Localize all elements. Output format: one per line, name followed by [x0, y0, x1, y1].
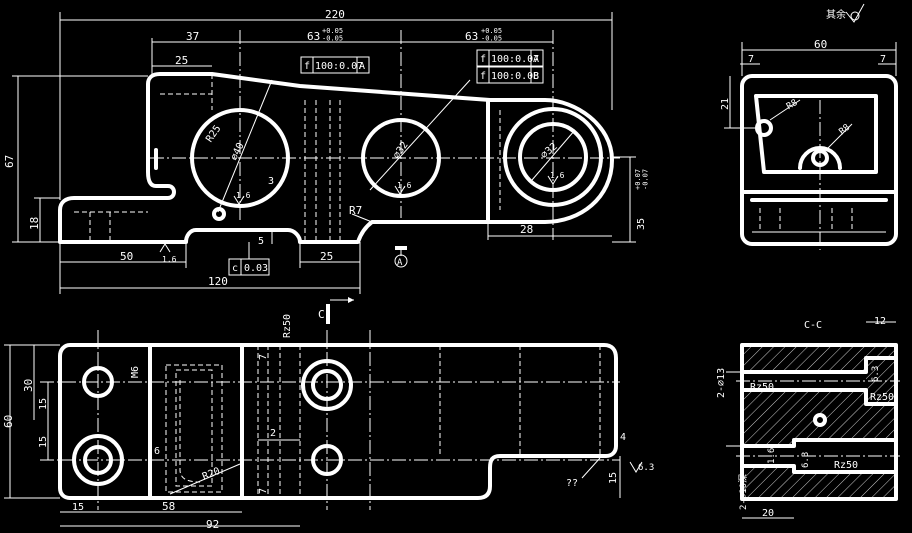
datum-a: A: [394, 246, 408, 268]
front-thread-m6: M6: [130, 366, 141, 378]
rough-1.6-d: 1.6: [162, 255, 177, 264]
svg-text:100:0.08: 100:0.08: [491, 71, 539, 82]
side-dim-21: 21: [720, 98, 731, 110]
dim-35: 35: [636, 218, 647, 230]
section-rough-16: 1.6: [767, 448, 777, 464]
front-dim-6: 6: [154, 446, 160, 457]
front-rough-rz50: Rz50: [282, 314, 293, 338]
radius-r7: R7: [349, 204, 362, 217]
remaining-note: 其余: [826, 8, 846, 21]
svg-text:f: f: [480, 54, 486, 65]
dia-hole2: ⌀32: [391, 140, 410, 161]
front-dim-15a: 15: [38, 398, 49, 410]
top-view: 220 37 63 63 +0.05-0.05 +0.05-0.05 25 67…: [3, 8, 650, 294]
section-title: C-C: [804, 320, 822, 331]
front-question: ??: [566, 478, 578, 489]
side-view-outline: [740, 74, 898, 246]
svg-text:100:0.07: 100:0.07: [315, 61, 363, 72]
rough-1.6-b: 1.6: [397, 181, 412, 190]
dim-25-top: 25: [175, 54, 188, 67]
front-dim-4: 4: [620, 432, 626, 443]
top-view-outline: [58, 72, 614, 244]
section-small-hole: [813, 413, 827, 427]
dim-67: 67: [3, 155, 16, 168]
front-view-outline: [58, 343, 618, 500]
dim-5: 5: [258, 236, 264, 247]
rough-1.6-c: 1.6: [550, 171, 565, 180]
dim-37: 37: [186, 30, 199, 43]
front-dim-30: 30: [22, 379, 35, 392]
svg-text:100:0.07: 100:0.07: [491, 54, 539, 65]
section-view: C-C 12 20 2-⌀13 2-⌀10深 Rz50 Rz50 Rz50 6.…: [716, 316, 900, 519]
front-dim-60: 60: [2, 415, 15, 428]
radius-r25: R25: [204, 123, 223, 144]
front-dim-58: 58: [162, 500, 175, 513]
section-outline: [740, 343, 898, 501]
svg-text:c: c: [232, 263, 238, 274]
section-dim-20: 20: [762, 508, 774, 519]
tol-63b: +0.05-0.05: [481, 27, 502, 43]
flatness-frame: c 0.03: [228, 242, 270, 276]
front-view: 60 30 15 15 15 58 92 7 7 2 6 4 15 M6 R20…: [2, 297, 654, 531]
svg-text:B: B: [533, 71, 539, 82]
tolerance-frame-1: f 100:0.07 A: [300, 56, 370, 74]
svg-text:f: f: [304, 61, 310, 72]
roughness-symbol: [845, 3, 865, 23]
side-pocket: [754, 94, 878, 174]
section-rough-63a: 6.3: [871, 366, 881, 382]
tol-63a: +0.05-0.05: [322, 27, 343, 43]
front-dim-2: 2: [270, 428, 276, 439]
section-rough-rz50b: Rz50: [870, 392, 894, 403]
dim-28: 28: [520, 223, 533, 236]
dim-50: 50: [120, 250, 133, 263]
dia-40: ⌀40: [229, 141, 247, 162]
dim-63b: 63: [465, 30, 478, 43]
front-dim-92: 92: [206, 518, 219, 529]
dim-18: 18: [28, 217, 41, 230]
svg-text:A: A: [397, 258, 403, 268]
front-radius-r20: R20: [201, 466, 222, 483]
section-rough-63b: 6.3: [801, 452, 811, 468]
front-dim-7b: 7: [258, 488, 269, 494]
side-dim-7b: 7: [880, 54, 886, 65]
front-dim-15b: 15: [38, 436, 49, 448]
dim-25-bottom: 25: [320, 250, 333, 263]
section-dim-12: 12: [874, 316, 886, 327]
section-dia-13: 2-⌀13: [716, 368, 727, 398]
side-small-hole: [755, 119, 773, 137]
dim-120: 120: [208, 275, 228, 288]
side-radius-r8a: R8: [785, 98, 799, 112]
side-radius-r8b: R8: [837, 123, 852, 138]
front-dim-7a: 7: [258, 354, 269, 360]
section-rough-rz50a: Rz50: [750, 382, 774, 393]
side-dim-60: 60: [814, 38, 827, 51]
svg-text:0.03: 0.03: [244, 263, 268, 274]
dim-3: 3: [268, 176, 274, 187]
front-dim-15c: 15: [72, 502, 84, 513]
svg-text:f: f: [480, 71, 486, 82]
side-dim-7a: 7: [748, 54, 754, 65]
tolerance-frame-3: f 100:0.08 B: [476, 66, 544, 84]
dim-220: 220: [325, 8, 345, 21]
front-rough-6.3: 6.3: [638, 463, 654, 473]
front-dim-15r: 15: [608, 472, 619, 484]
tol-35: +0.07-0.07: [634, 169, 650, 190]
tolerance-frame-2: f 100:0.07 A: [476, 49, 544, 67]
section-marker-c: C: [318, 308, 325, 321]
svg-text:A: A: [359, 61, 365, 72]
side-view: 其余 60 7 7 21 R8 R8: [720, 3, 898, 250]
dim-63a: 63: [307, 30, 320, 43]
section-rough-rz50c: Rz50: [834, 460, 858, 471]
section-dia-10: 2-⌀10深: [738, 474, 749, 510]
svg-text:A: A: [533, 54, 539, 65]
rough-1.6-a: 1.6: [236, 191, 251, 200]
